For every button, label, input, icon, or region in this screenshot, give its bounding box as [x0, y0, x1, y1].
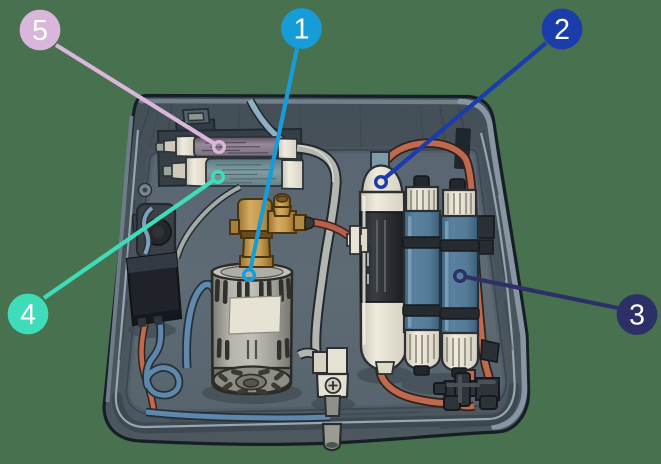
svg-text:5: 5: [32, 15, 48, 47]
svg-text:3: 3: [629, 300, 645, 332]
svg-text:2: 2: [554, 14, 570, 46]
svg-text:1: 1: [294, 14, 310, 46]
svg-text:4: 4: [20, 299, 36, 331]
